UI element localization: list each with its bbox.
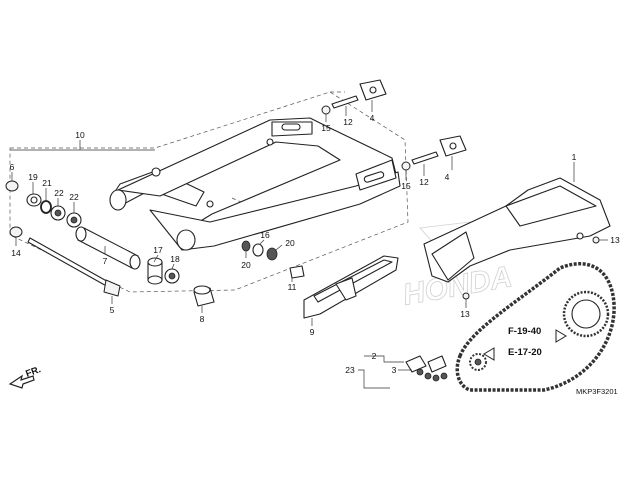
collar-11 [289, 265, 305, 279]
bolt-13a [592, 236, 600, 244]
callout-22a: 22 [54, 188, 64, 198]
collar-16 [252, 243, 264, 257]
drive-chain [455, 262, 616, 392]
callout-9: 9 [310, 327, 315, 337]
callout-6: 6 [10, 162, 15, 172]
callout-12a: 12 [343, 117, 353, 127]
front-direction-indicator: FR. [8, 364, 42, 389]
bearing-22b [66, 212, 82, 228]
diagram-code: MKP3F3201 [576, 387, 618, 396]
collar-8 [193, 285, 215, 307]
nut-15b [401, 161, 411, 171]
adjuster-plate-4b [439, 135, 467, 157]
callout-4a: 4 [370, 113, 375, 123]
nut-15a [321, 105, 331, 115]
callouts: 10 6 19 21 22 22 14 7 5 17 18 8 16 20 20… [10, 113, 620, 375]
snap-ring-21 [40, 200, 52, 214]
callout-3: 3 [392, 365, 397, 375]
callout-16: 16 [260, 230, 270, 240]
callout-20b: 20 [285, 238, 295, 248]
chain-guard [423, 177, 611, 283]
callout-21: 21 [42, 178, 52, 188]
cap-14 [9, 226, 23, 238]
leader-lines [10, 100, 608, 389]
callout-22b: 22 [69, 192, 79, 202]
collar-6 [5, 180, 19, 192]
callout-23: 23 [345, 365, 355, 375]
bolt-13b [462, 292, 470, 300]
bearing-22a [50, 205, 66, 221]
callout-12b: 12 [419, 177, 429, 187]
pivot-bolt [27, 237, 121, 297]
swingarm [109, 117, 401, 251]
callout-19: 19 [28, 172, 38, 182]
ref-label-f: F-19-40 [508, 326, 541, 337]
svg-text:FR.: FR. [24, 364, 42, 380]
callout-18: 18 [170, 254, 180, 264]
callout-1: 1 [572, 152, 577, 162]
callout-4b: 4 [445, 172, 450, 182]
seal-18 [164, 268, 180, 284]
adjuster-bolt-12a [331, 95, 359, 109]
callout-13b: 13 [460, 309, 470, 319]
rear-sprocket [562, 290, 610, 338]
seal-20b [266, 247, 278, 261]
chain-joint-kit [405, 355, 448, 382]
callout-14: 14 [11, 248, 21, 258]
callout-8: 8 [200, 314, 205, 324]
callout-15b: 15 [401, 181, 411, 191]
reference-arrows [483, 329, 567, 361]
pivot-collar-7 [75, 226, 141, 270]
ref-label-e: E-17-20 [508, 347, 542, 358]
swingarm-assembly-outline [9, 91, 409, 293]
adjuster-plate-4a [359, 79, 387, 101]
collar-17 [147, 257, 163, 285]
callout-11: 11 [288, 282, 297, 292]
callout-20a: 20 [241, 260, 251, 270]
callout-5: 5 [110, 305, 115, 315]
drive-sprocket [469, 353, 487, 371]
callout-10: 10 [75, 130, 85, 140]
callout-13a: 13 [610, 235, 620, 245]
adjuster-bolt-12b [411, 151, 439, 165]
chain-slider [303, 255, 399, 319]
callout-7: 7 [103, 256, 108, 266]
callout-2: 2 [372, 351, 377, 361]
seal-20a [241, 240, 251, 252]
bearing-19 [26, 193, 42, 207]
callout-17: 17 [153, 245, 163, 255]
callout-15a: 15 [321, 123, 331, 133]
